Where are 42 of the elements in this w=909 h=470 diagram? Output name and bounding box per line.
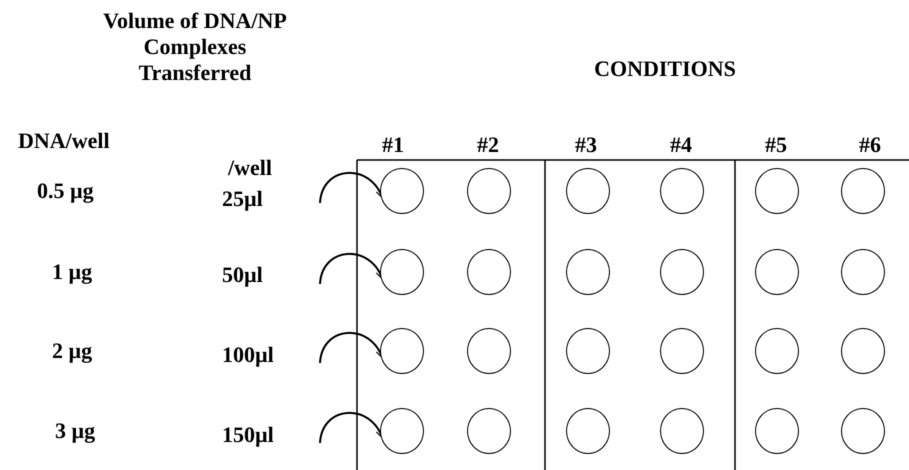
well-circle bbox=[660, 168, 704, 214]
well-circle bbox=[380, 328, 424, 374]
well-circle bbox=[841, 249, 885, 295]
column-heading: DNA/well bbox=[18, 128, 110, 154]
well-circle bbox=[467, 168, 511, 214]
well-circle bbox=[755, 168, 799, 214]
volume-label: 100µl bbox=[222, 342, 274, 368]
well-circle bbox=[467, 408, 511, 454]
dna-amount: 3 µg bbox=[55, 418, 96, 444]
volume-label: 50µl bbox=[222, 262, 263, 288]
well-circle bbox=[380, 408, 424, 454]
well-circle bbox=[841, 328, 885, 374]
column-heading: /well bbox=[228, 155, 272, 181]
well-circle bbox=[467, 249, 511, 295]
well-circle bbox=[566, 408, 610, 454]
well-circle bbox=[841, 168, 885, 214]
volume-label: 25µl bbox=[222, 186, 263, 212]
well-circle bbox=[660, 408, 704, 454]
well-circle bbox=[841, 408, 885, 454]
well-circle bbox=[755, 328, 799, 374]
well-circle bbox=[660, 328, 704, 374]
dna-amount: 2 µg bbox=[52, 338, 92, 364]
well-circle bbox=[566, 249, 610, 295]
dna-amount: 0.5 µg bbox=[37, 178, 94, 204]
well-circle bbox=[566, 328, 610, 374]
column-heading: Volume of DNA/NP Complexes Transferred bbox=[102, 8, 288, 86]
well-circle bbox=[660, 249, 704, 295]
well-circle bbox=[380, 168, 424, 214]
column-number: #6 bbox=[859, 132, 881, 158]
well-circle bbox=[566, 168, 610, 214]
dna-amount: 1 µg bbox=[52, 259, 92, 285]
column-number: #3 bbox=[575, 132, 597, 158]
well-circle bbox=[467, 328, 511, 374]
column-number: #4 bbox=[670, 132, 692, 158]
well-circle bbox=[755, 408, 799, 454]
column-number: #1 bbox=[382, 132, 404, 158]
column-heading: CONDITIONS bbox=[594, 56, 736, 82]
column-number: #2 bbox=[477, 132, 499, 158]
volume-label: 150µl bbox=[222, 422, 274, 448]
well-circle bbox=[755, 249, 799, 295]
well-circle bbox=[380, 249, 424, 295]
column-number: #5 bbox=[765, 132, 787, 158]
